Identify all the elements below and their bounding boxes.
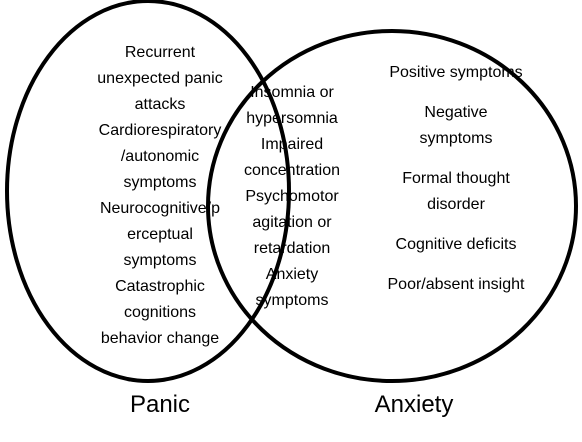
anxiety-circle [206, 29, 578, 383]
overlap-line: hypersomnia [246, 110, 338, 127]
panic-set-label: Panic [129, 391, 191, 418]
panic-only-line: Neurocognitive/p [99, 200, 221, 217]
anxiety-only-item: Formal thought disorder [402, 170, 510, 213]
panic-only-line: Catastrophic [115, 278, 205, 295]
anxiety-only-item: Poor/absent insight [387, 276, 525, 293]
overlap-line: agitation or [252, 214, 332, 231]
anxiety-only-item: Negative symptoms [419, 104, 493, 147]
panic-only-line: Recurrent [124, 44, 196, 61]
panic-circle [5, 0, 291, 383]
panic-only-line: attacks [134, 96, 186, 113]
panic-only-region: Recurrent unexpected panic attacks Cardi… [60, 40, 260, 352]
panic-only-line: cognitions [123, 304, 197, 321]
overlap-line: Psychomotor [245, 188, 339, 205]
panic-only-line: erceptual [127, 226, 193, 243]
anxiety-only-region: Positive symptoms Negative symptoms Form… [372, 60, 540, 298]
anxiety-only-item: Cognitive deficits [395, 236, 517, 253]
panic-only-line: /autonomic [120, 148, 200, 165]
overlap-line: retardation [253, 240, 331, 257]
overlap-region: Insomnia or hypersomnia Impaired concent… [228, 80, 356, 314]
anxiety-set-label: Anxiety [374, 391, 454, 418]
overlap-line: Impaired [260, 136, 324, 153]
panic-only-line: unexpected panic [97, 70, 223, 87]
overlap-line: Insomnia or [250, 84, 334, 101]
panic-only-line: Cardiorespiratory [98, 122, 222, 139]
panic-only-line: symptoms [123, 252, 197, 269]
panic-only-line: symptoms [123, 174, 197, 191]
overlap-line: concentration [243, 162, 341, 179]
overlap-line: Anxiety [265, 266, 319, 283]
anxiety-only-item: Positive symptoms [389, 64, 523, 81]
panic-only-line: behavior change [100, 330, 220, 347]
overlap-line: symptoms [255, 292, 329, 309]
